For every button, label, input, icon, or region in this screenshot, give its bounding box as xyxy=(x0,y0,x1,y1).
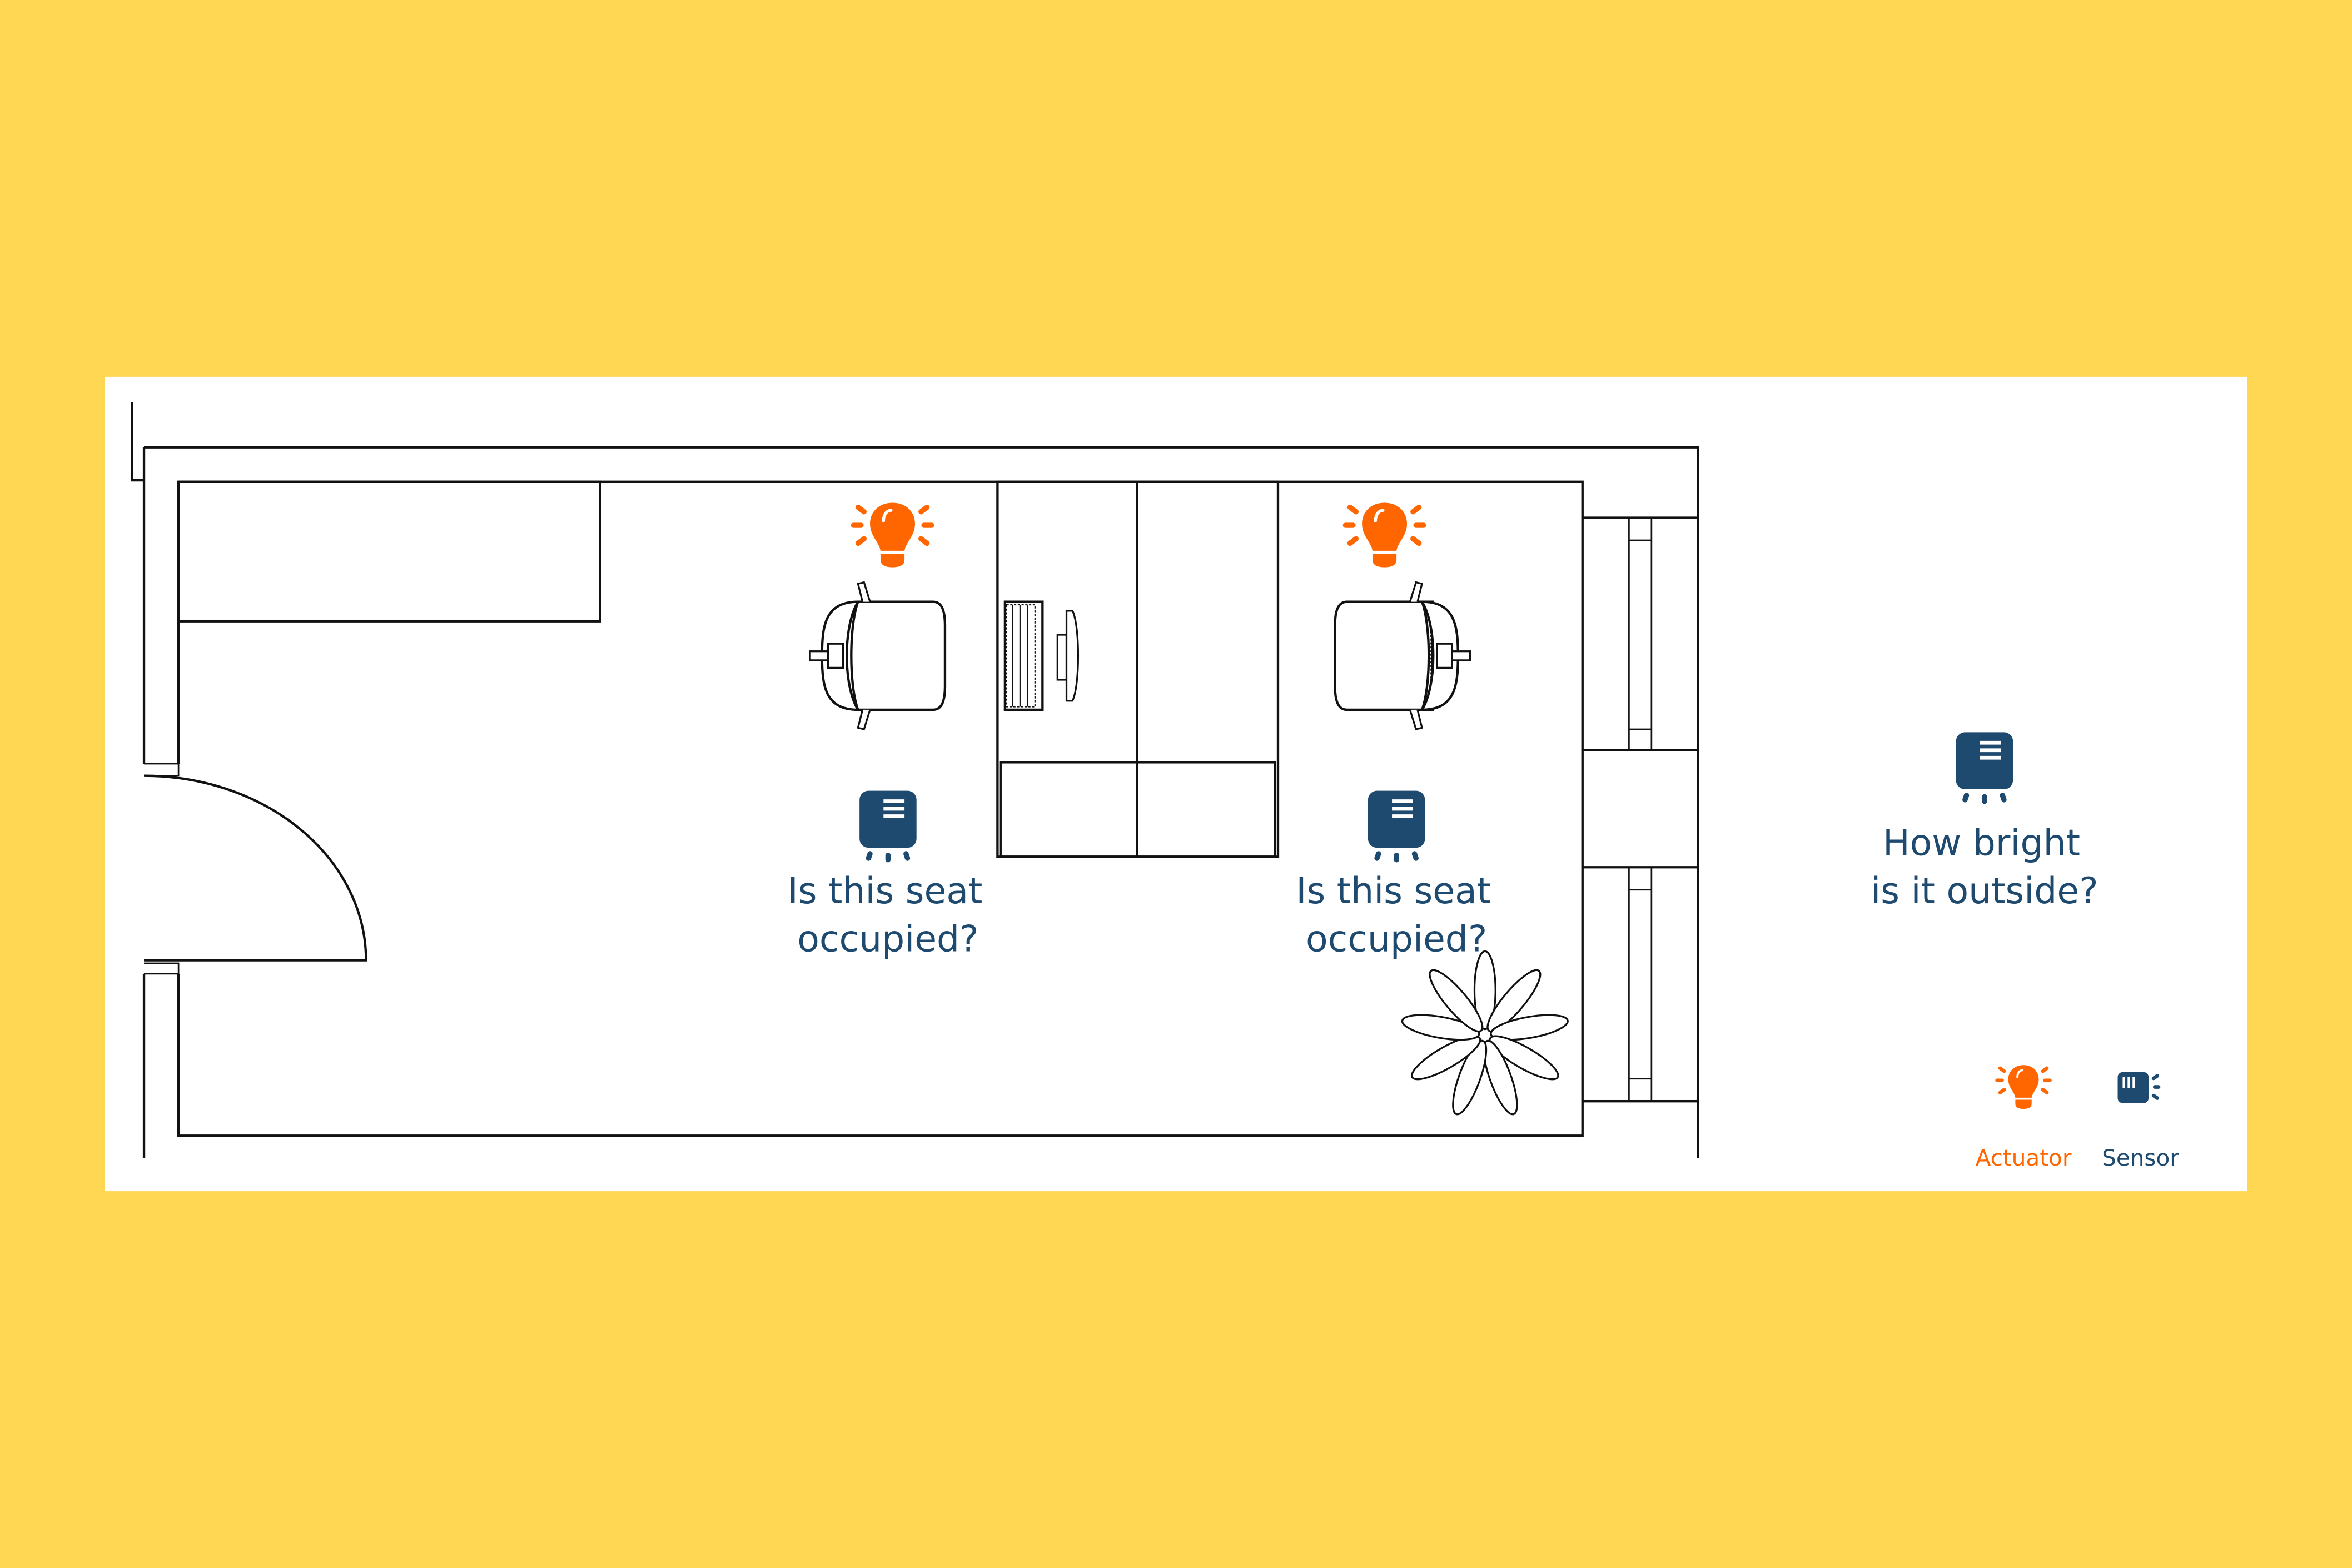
seat-question-line2: occupied? xyxy=(797,918,978,960)
outside-question-line1: How bright xyxy=(1883,823,2080,864)
door xyxy=(144,774,367,962)
legend-sensor-label: Sensor xyxy=(2102,1144,2179,1171)
cabinet xyxy=(177,480,601,623)
diagram-card xyxy=(105,376,2247,1192)
legend-actuator-label: Actuator xyxy=(1976,1144,2072,1171)
plant xyxy=(1401,950,1569,1116)
seat-question-line2: occupied? xyxy=(1306,918,1487,960)
seat-question-line1: Is this seat xyxy=(1296,870,1491,912)
desks xyxy=(996,480,1280,858)
workstation-left xyxy=(1005,602,1078,710)
window xyxy=(1582,516,1698,1103)
legend: Actuator Sensor xyxy=(1976,1065,2179,1171)
seat-question-line1: Is this seat xyxy=(788,870,983,912)
outside-question-line2: is it outside? xyxy=(1871,870,2098,912)
